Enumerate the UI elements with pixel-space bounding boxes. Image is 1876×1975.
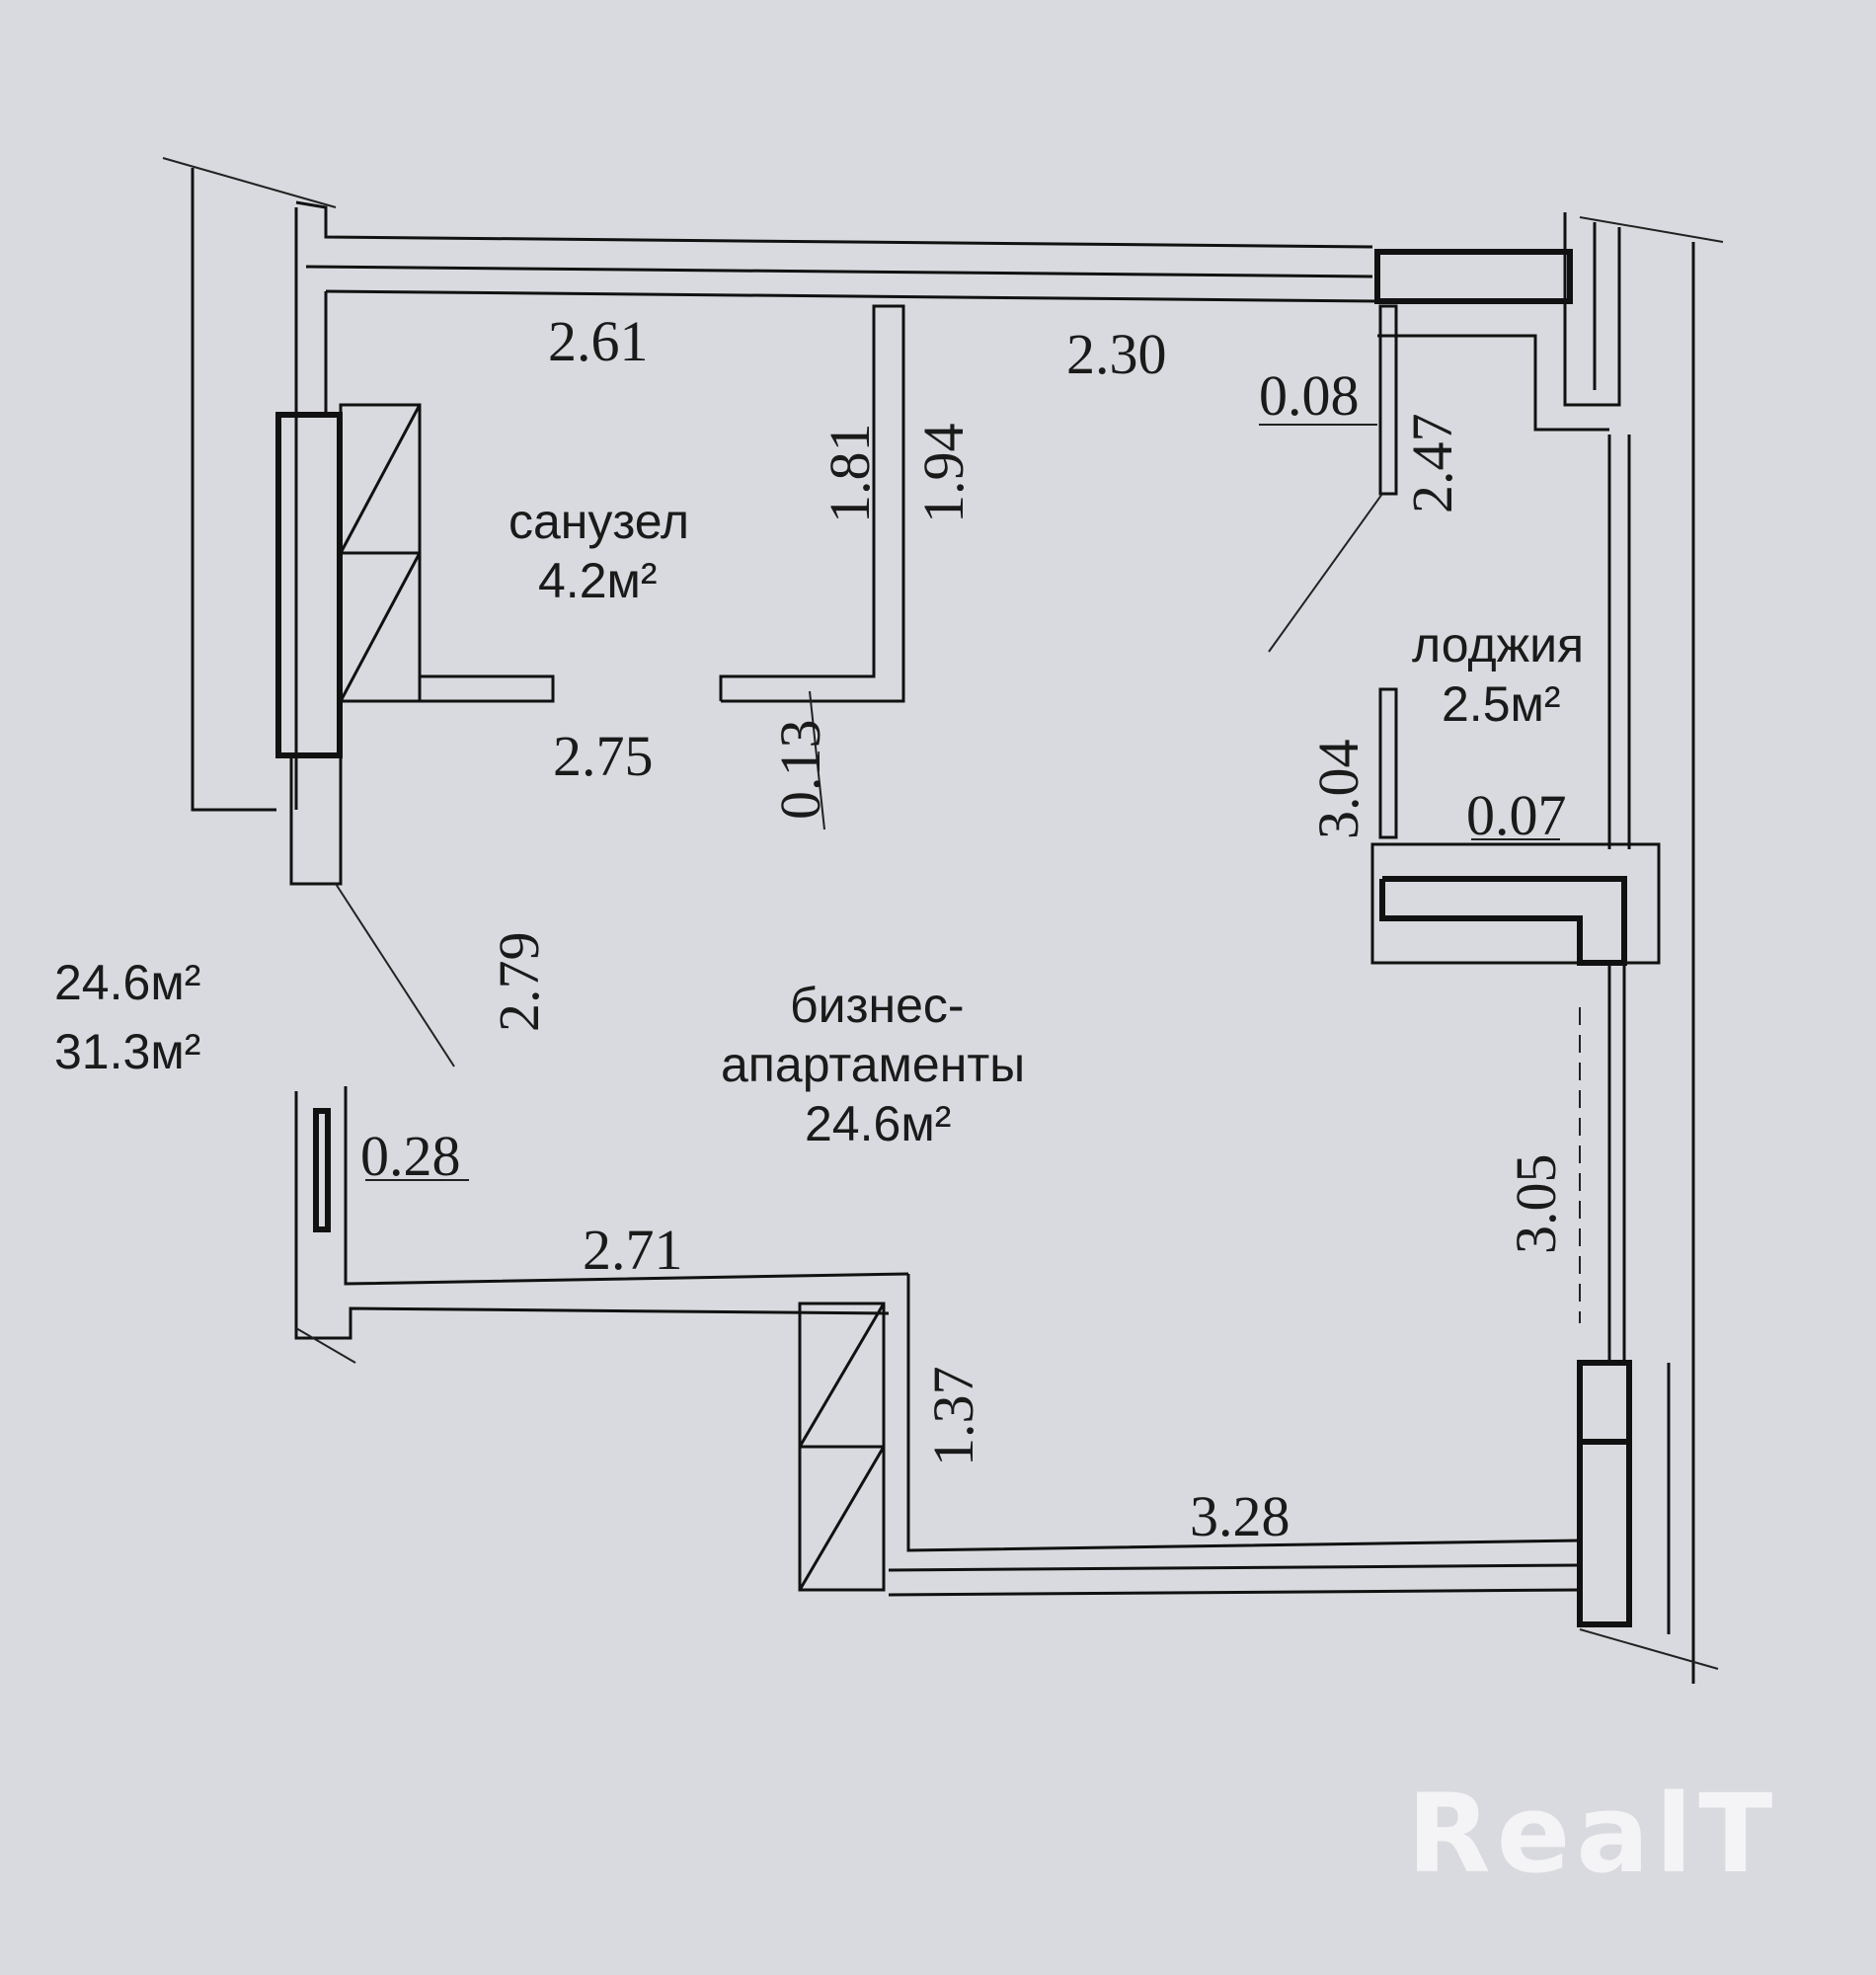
dim-bath-outer: 1.94 <box>911 424 976 524</box>
loggia-area: 2.5м² <box>1442 676 1561 732</box>
dim-bath-inner: 1.81 <box>818 424 882 524</box>
total-living: 24.6м² <box>54 955 200 1010</box>
dim-top-left: 2.61 <box>548 309 649 373</box>
dim-top-right: 2.30 <box>1066 322 1167 386</box>
dim-loggia-gap: 0.07 <box>1466 783 1567 847</box>
dim-window-height: 2.47 <box>1400 414 1464 514</box>
bath-area: 4.2м² <box>538 553 658 608</box>
dim-wall-thick: 0.13 <box>768 720 832 821</box>
walls <box>162 157 1724 1684</box>
main-area: 24.6м² <box>805 1096 951 1151</box>
total-area: 31.3м² <box>54 1024 200 1079</box>
dim-left-lower: 0.28 <box>360 1124 461 1188</box>
dim-loggia-height: 3.04 <box>1306 740 1370 840</box>
main-name-1: бизнес- <box>790 978 965 1033</box>
realt-watermark: RealT <box>1407 1771 1778 1897</box>
main-name-2: апартаменты <box>721 1037 1025 1092</box>
dim-bottom-right: 3.28 <box>1190 1484 1290 1548</box>
dim-right-lower: 3.05 <box>1504 1154 1568 1255</box>
dim-window-gap: 0.08 <box>1259 363 1360 428</box>
bath-name: санузел <box>508 494 689 549</box>
dim-step: 1.37 <box>921 1367 985 1467</box>
dim-left-mid: 2.79 <box>487 932 551 1033</box>
loggia-name: лоджия <box>1412 617 1584 672</box>
dim-bath-bottom: 2.75 <box>553 724 654 788</box>
dim-bottom-left: 2.71 <box>583 1218 683 1282</box>
